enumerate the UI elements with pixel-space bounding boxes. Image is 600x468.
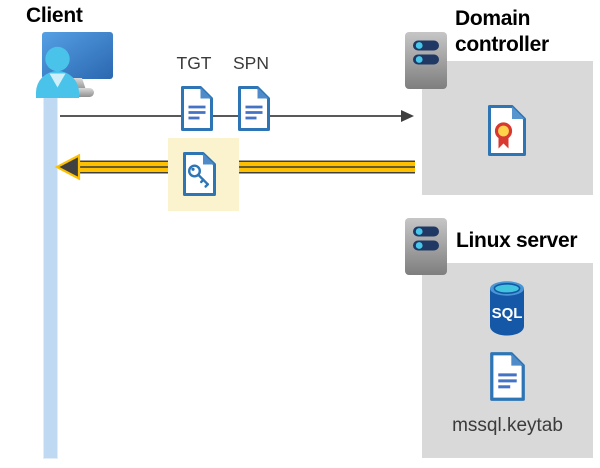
client-lifeline-bar <box>44 95 57 458</box>
key-ticket-icon <box>183 152 216 196</box>
linux-server-label: Linux server <box>456 229 578 252</box>
sql-database-icon: SQL <box>490 281 524 336</box>
domain-controller-label: Domain controller <box>455 7 549 56</box>
keytab-document-icon <box>490 352 525 401</box>
tgt-label: TGT <box>176 53 212 73</box>
spn-document-icon <box>238 86 270 131</box>
linux-server-icon <box>405 218 447 275</box>
tgt-document-icon <box>181 86 213 131</box>
sql-icon-text: SQL <box>492 305 523 322</box>
keytab-label: mssql.keytab <box>452 415 563 436</box>
client-label: Client <box>26 4 83 27</box>
domain-controller-server-icon <box>405 32 447 89</box>
client-user-monitor-icon <box>36 32 113 98</box>
certificate-icon <box>488 105 526 156</box>
spn-label: SPN <box>233 53 269 73</box>
